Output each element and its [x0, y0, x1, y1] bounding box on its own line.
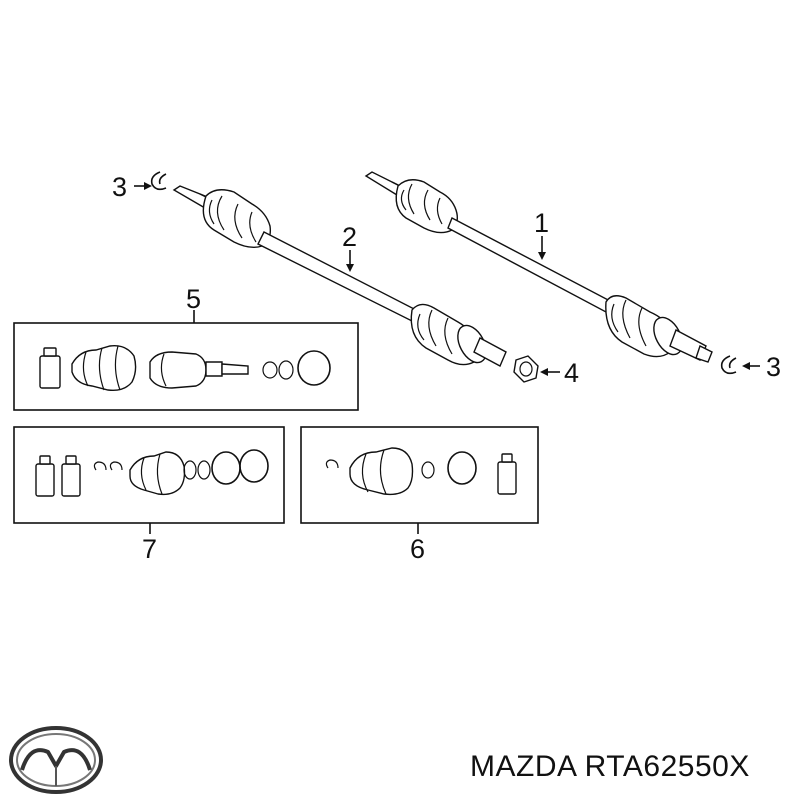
drive-shaft-1	[364, 171, 713, 363]
kit-box-6	[300, 426, 539, 524]
mazda-logo-icon	[9, 726, 103, 794]
kit-box-5	[13, 322, 359, 411]
callout-7: 7	[142, 534, 157, 564]
clip-left	[150, 171, 167, 191]
brand-part-number: MAZDA RTA62550X	[470, 750, 750, 783]
clip-right	[720, 355, 737, 375]
callout-5: 5	[186, 284, 201, 314]
callout-3-left: 3	[112, 172, 127, 202]
callout-6: 6	[410, 534, 425, 564]
callout-4: 4	[564, 358, 579, 388]
nut-part	[513, 355, 539, 383]
kit-5-contents	[39, 345, 331, 392]
callout-1: 1	[534, 208, 549, 238]
kit-7-contents	[35, 449, 269, 497]
callout-2: 2	[342, 222, 357, 252]
kit-box-7	[13, 426, 285, 524]
callout-3-right: 3	[766, 352, 781, 382]
kit-6-contents	[325, 447, 517, 496]
drive-shaft-2	[172, 185, 507, 367]
leader-lines	[134, 182, 760, 534]
